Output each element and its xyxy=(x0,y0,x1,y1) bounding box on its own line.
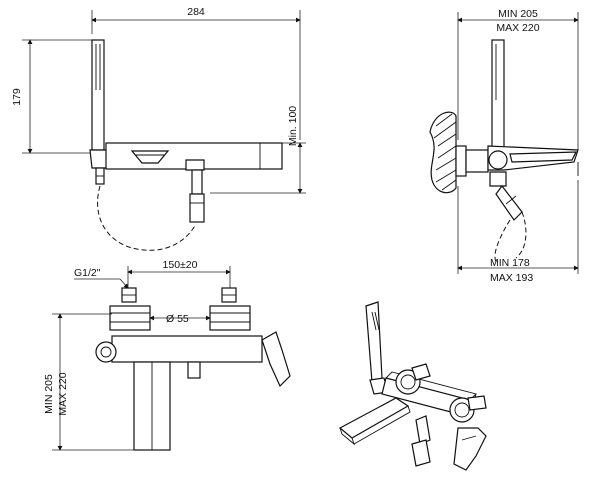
hand-shower xyxy=(91,39,105,151)
rear-height-max-label: MAX 220 xyxy=(57,372,69,415)
front-view: 284 179 Min. 100 xyxy=(11,6,306,251)
diverter-knob xyxy=(95,341,117,363)
height-dimension-label: 179 xyxy=(11,88,23,106)
rear-height-min-label: MIN 205 xyxy=(43,374,55,414)
rear-mixer-body xyxy=(111,335,263,363)
iso-left-flange xyxy=(395,369,421,395)
wall-section xyxy=(429,111,457,194)
rear-view: G1/2" 150±20 Ø 55 xyxy=(43,259,291,451)
side-top-min-label: MIN 205 xyxy=(498,8,538,20)
side-view: MIN 205 MAX 220 xyxy=(429,8,579,284)
rear-lever xyxy=(261,331,291,388)
right-flange xyxy=(209,305,251,331)
side-hand-shower xyxy=(491,39,505,157)
width-dimension-label: 284 xyxy=(187,6,205,18)
diameter-label: Ø 55 xyxy=(166,313,189,325)
left-flange xyxy=(109,305,151,331)
hose-dashed xyxy=(97,185,197,251)
iso-hand-shower xyxy=(365,301,383,383)
isometric-view xyxy=(338,301,487,471)
side-bottom-min-label: MIN 178 xyxy=(490,257,530,269)
side-top-max-label: MAX 220 xyxy=(496,22,539,34)
iso-spout xyxy=(338,397,410,439)
side-bottom-max-label: MAX 193 xyxy=(490,272,533,284)
thread-label: G1/2" xyxy=(74,267,101,279)
spacing-label: 150±20 xyxy=(163,259,198,271)
iso-lever xyxy=(453,427,487,471)
min-height-dimension-label: Min. 100 xyxy=(287,106,299,146)
